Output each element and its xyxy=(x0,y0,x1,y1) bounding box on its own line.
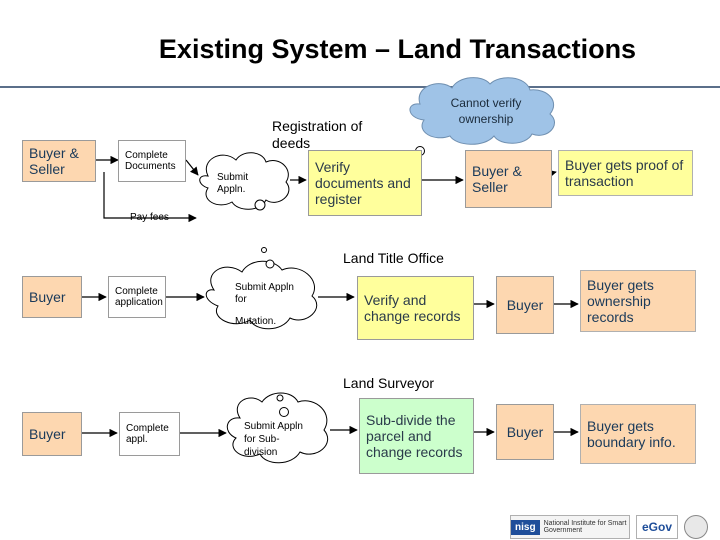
arrow-payfees xyxy=(103,172,197,223)
arrow-complete-to-submit xyxy=(185,159,199,176)
buyer-box-title-office: Buyer xyxy=(22,276,82,318)
buyer-box-surveyor-right: Buyer xyxy=(496,404,554,460)
buyer-seller-box-left: Buyer & Seller xyxy=(22,140,96,182)
verify-register-box: Verify documents and register xyxy=(308,150,422,216)
submit-mutation-line1: Submit Appln for xyxy=(235,282,294,305)
flow-arrows xyxy=(82,155,579,438)
title-office-heading: Land Title Office xyxy=(343,250,444,266)
outcome-proof-box: Buyer gets proof of transaction xyxy=(558,150,693,196)
submit-cloud-3 xyxy=(226,392,329,464)
buyer-box-title-office-right: Buyer xyxy=(496,276,554,334)
complete-documents-box: Complete Documents xyxy=(118,140,186,182)
title-divider xyxy=(0,86,720,88)
buyer-box-surveyor: Buyer xyxy=(22,412,82,456)
submit-mutation-line2: Mutation. xyxy=(235,316,277,327)
submit-cloud-1 xyxy=(199,152,290,211)
seal-logo xyxy=(684,515,708,539)
pay-fees-label: Pay fees xyxy=(130,212,169,223)
complete-application-box: Complete application xyxy=(108,276,166,318)
submit-mutation-label: Submit Appln for Mutation. xyxy=(235,282,301,328)
submit-subdivision-label: Submit Appln for Sub-division xyxy=(244,421,303,458)
registration-heading: Registration of deeds xyxy=(272,118,363,151)
nisg-logo-text: National Institute for Smart Government xyxy=(543,520,627,534)
cannot-verify-text: Cannot verify ownership xyxy=(450,96,522,126)
page-title: Existing System – Land Transactions xyxy=(158,34,637,64)
submit-appln-label: Submit Appln. xyxy=(217,172,249,195)
nisg-logo: nisg National Institute for Smart Govern… xyxy=(510,515,630,539)
complete-appl-box: Complete appl. xyxy=(119,412,180,456)
subdivide-box: Sub-divide the parcel and change records xyxy=(359,398,474,474)
nisg-logo-mark: nisg xyxy=(511,519,540,535)
verify-change-box: Verify and change records xyxy=(357,276,474,340)
outcome-ownership-box: Buyer gets ownership records xyxy=(580,270,696,332)
outcome-boundary-box: Buyer gets boundary info. xyxy=(580,404,696,464)
footer-logos: nisg National Institute for Smart Govern… xyxy=(510,515,708,539)
submit-cloud-2 xyxy=(205,247,318,330)
surveyor-heading: Land Surveyor xyxy=(343,375,435,391)
buyer-seller-box-right: Buyer & Seller xyxy=(465,150,552,208)
egov-logo: eGov xyxy=(636,515,678,539)
